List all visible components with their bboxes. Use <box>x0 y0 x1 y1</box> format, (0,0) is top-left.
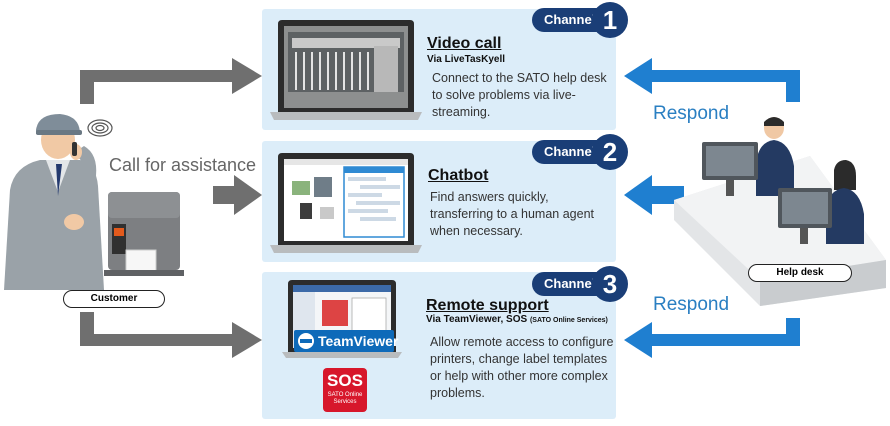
customer-label: Customer <box>63 290 165 308</box>
respond-arrow-remote <box>624 318 800 358</box>
channel-3-badge: Channel 3 <box>532 266 628 302</box>
channel-2-number: 2 <box>592 134 628 170</box>
sos-logo-sub-1: SATO Online <box>327 392 363 398</box>
respond-arrow-video <box>624 58 800 102</box>
channel-2-desc-line: when necessary. <box>430 224 523 238</box>
channel-2-badge: Channel 2 <box>532 134 628 170</box>
channel-3-number: 3 <box>592 266 628 302</box>
respond-text-top: Respond <box>653 103 730 124</box>
channel-3-title: Remote support <box>426 297 549 314</box>
customer-arrow-chatbot <box>213 175 262 215</box>
channel-3-via-main: Via TeamViewer, SOS <box>426 314 528 325</box>
customer-arrow-video <box>80 58 262 104</box>
call-for-assistance-text: Call for assistance <box>109 155 257 175</box>
channel-1-desc: Connect to the SATO help desk to solve p… <box>432 70 607 121</box>
channel-1-desc-line: streaming. <box>432 105 491 119</box>
sos-logo: SOS SATO Online Services <box>323 368 367 412</box>
teamviewer-wordmark: TeamViewer <box>318 333 399 349</box>
channel-1-title: Video call <box>427 35 502 52</box>
channel-1-badge-label: Channel <box>544 12 596 27</box>
channel-3-desc-line: problems. <box>430 386 485 400</box>
channel-2-desc-line: transferring to a human agent <box>430 207 594 221</box>
phone-ring-icon <box>87 119 113 137</box>
channel-2-title: Chatbot <box>428 167 489 184</box>
customer-illustration <box>0 100 190 300</box>
channel-3-badge-label: Channel <box>544 276 596 291</box>
respond-text-bottom: Respond <box>653 294 730 315</box>
channel-3-desc-line: Allow remote access to configure <box>430 335 614 349</box>
channel-3-desc-line: printers, change label templates <box>430 352 608 366</box>
channel-3-via-small: (SATO Online Services) <box>529 317 608 324</box>
customer-arrow-remote <box>80 312 262 358</box>
sos-logo-sub-2: Services <box>333 399 357 405</box>
channel-1-desc-line: Connect to the SATO help desk <box>432 71 607 85</box>
channel-3-desc: Allow remote access to configure printer… <box>430 334 613 402</box>
channel-1-number: 1 <box>592 2 628 38</box>
channel-1-badge: Channel 1 <box>532 2 628 38</box>
teamviewer-logo: TeamViewer <box>294 330 398 352</box>
video-call-laptop-illustration <box>270 18 422 122</box>
respond-arrow-chatbot <box>624 175 684 215</box>
channel-2-desc: Find answers quickly, transferring to a … <box>430 189 594 240</box>
help-desk-label: Help desk <box>748 264 852 282</box>
channel-1-via: Via LiveTasKyell <box>427 54 506 65</box>
channel-2-badge-label: Channel <box>544 144 596 159</box>
channel-3-desc-line: or help with other more complex <box>430 369 608 383</box>
channel-3-via: Via TeamViewer, SOS (SATO Online Service… <box>426 314 608 325</box>
channel-1-desc-line: to solve problems via live- <box>432 88 576 102</box>
sos-logo-text: SOS <box>327 371 363 390</box>
channel-2-desc-line: Find answers quickly, <box>430 190 549 204</box>
chatbot-laptop-illustration <box>270 151 422 255</box>
teamviewer-icon <box>298 333 314 349</box>
